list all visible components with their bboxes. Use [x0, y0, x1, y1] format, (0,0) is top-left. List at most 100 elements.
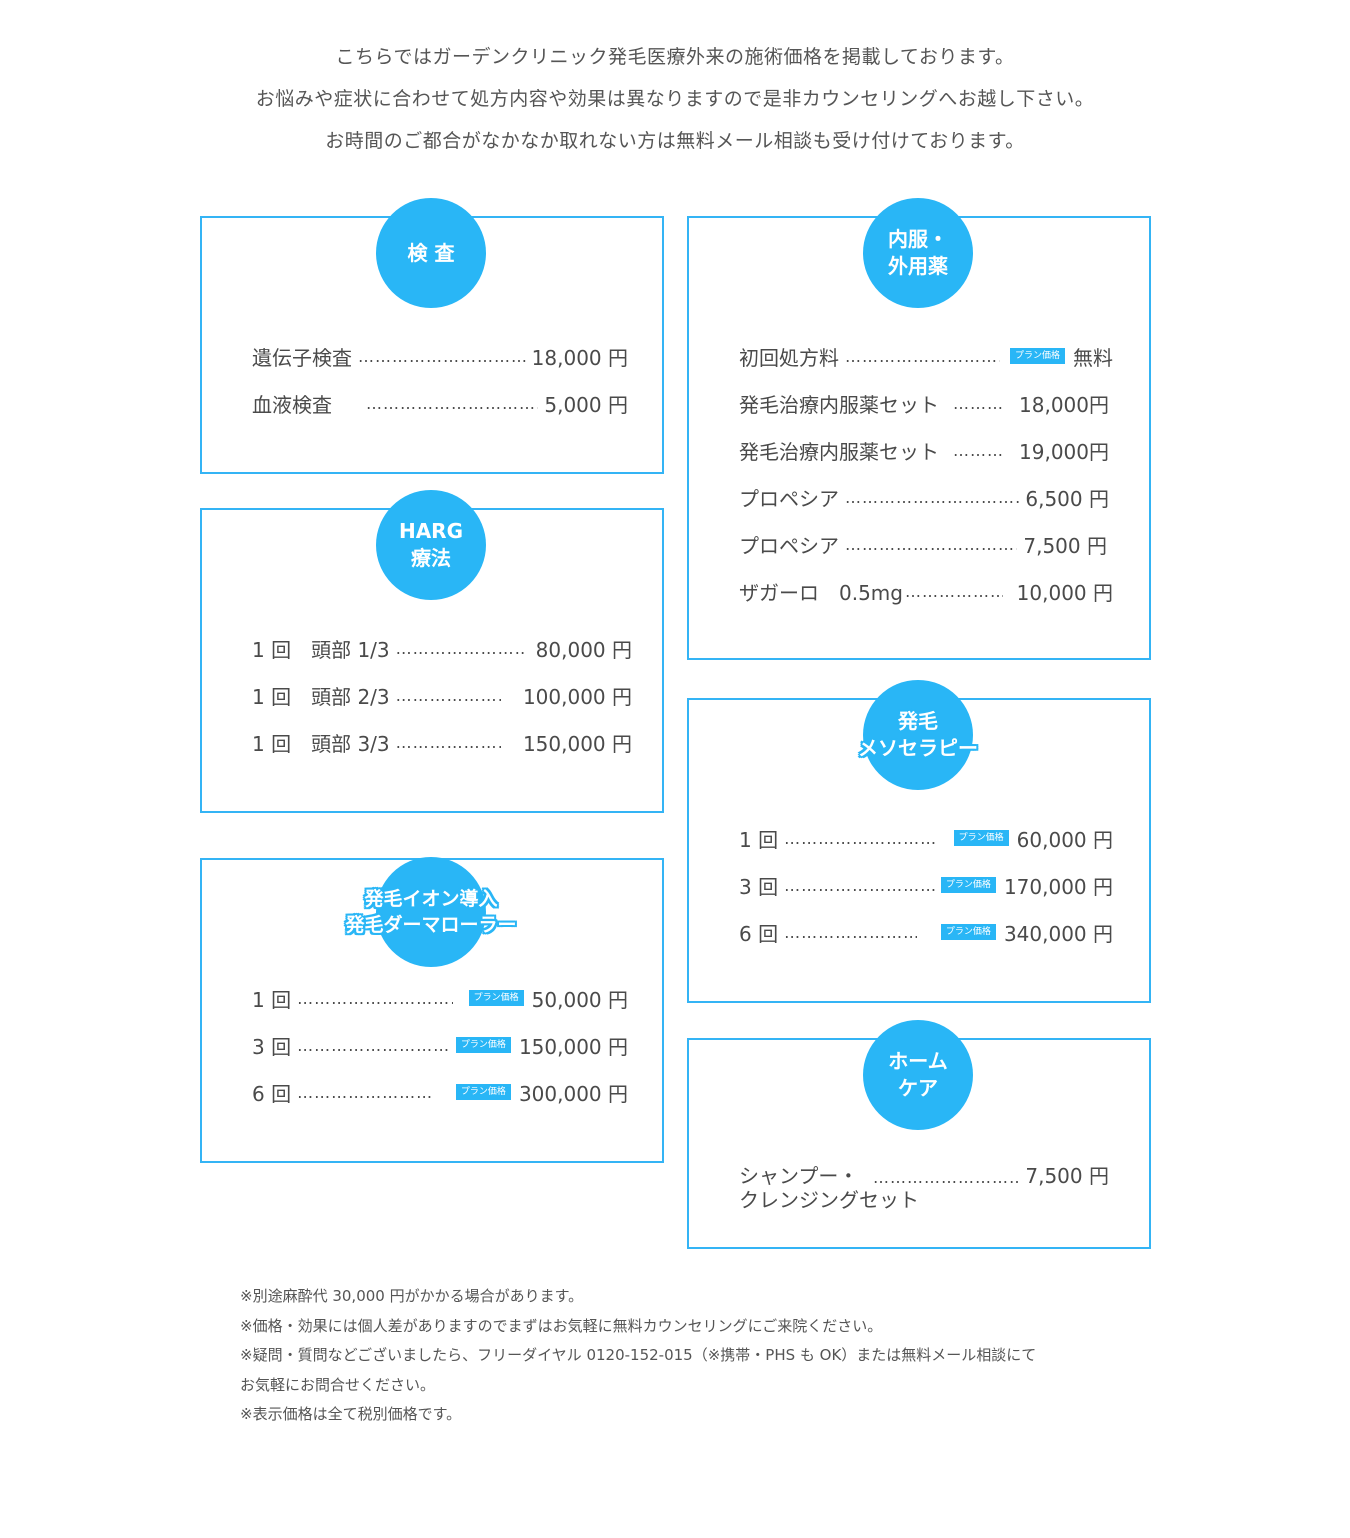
footnote: ※別途麻酔代 30,000 円がかかる場合があります。	[240, 1287, 584, 1305]
price-row: 発毛治療内服薬セット ………………………………………………………… 19,000…	[739, 436, 1109, 464]
badge-title: 療法	[411, 546, 451, 570]
item-label: 発毛治療内服薬セット	[739, 392, 939, 417]
card-harg: HARG 療法 1 回 頭部 1/3 …………………………………………………………	[200, 490, 664, 813]
item-label: 3 回	[739, 874, 779, 899]
footnote: ※疑問・質問などございましたら、フリーダイヤル 0120-152-015（※携帯…	[240, 1346, 1037, 1364]
intro-line: こちらではガーデンクリニック発毛医療外来の施術価格を掲載しております。	[335, 46, 1015, 68]
badge-title: 発毛イオン導入	[364, 888, 498, 910]
footnote: ※価格・効果には個人差がありますのでまずはお気軽に無料カウンセリングにご来院くだ…	[240, 1316, 883, 1335]
leader-dots: …………………………………………………………	[395, 732, 501, 752]
plan-price-tag: プラン価格	[940, 877, 996, 893]
item-label: 6 回	[739, 921, 779, 946]
badge-harg: HARG 療法	[376, 490, 486, 600]
price-row: 1 回 頭部 3/3 ………………………………………………………… 150,00…	[252, 728, 632, 756]
plan-price-tag: プラン価格	[953, 830, 1009, 846]
price-row: シャンプー・ クレンジングセット ………………………………………………………… …	[739, 1164, 1109, 1216]
price-row: 発毛治療内服薬セット ………………………………………………………… 18,000…	[739, 389, 1109, 417]
item-price: 18,000円	[1019, 392, 1109, 417]
item-label-line: シャンプー・	[739, 1164, 859, 1188]
card-ion: 発毛イオン導入 発毛ダーマローラー 1 回 …………………………………………………	[200, 857, 664, 1163]
badge-meso: 発毛 メソセラピー	[858, 680, 978, 790]
item-label: 血液検査	[252, 392, 332, 417]
card-meso: 発毛 メソセラピー 1 回 ………………………………………………………… プラン…	[687, 680, 1151, 1003]
leader-dots: …………………………………………………………	[784, 828, 938, 848]
item-label: 6 回	[252, 1081, 292, 1106]
price-row: プロペシア ………………………………………………………… 7,500 円	[739, 530, 1107, 558]
badge-title: 発毛ダーマローラー	[345, 914, 517, 936]
item-label: ザガーロ 0.5mg	[739, 580, 903, 605]
badge-title: ホーム	[888, 1049, 948, 1073]
leader-dots: …………………………………………………………	[366, 393, 539, 413]
price-row: 1 回 ………………………………………………………… プラン価格 50,000 …	[252, 984, 628, 1012]
badge-title: メソセラピー	[858, 736, 978, 760]
plan-price-tag: プラン価格	[455, 1037, 511, 1053]
item-price: 無料	[1073, 345, 1113, 370]
item-price: 19,000円	[1019, 439, 1109, 464]
badge-title: ケア	[898, 1076, 938, 1100]
price-row: 6 回 ………………………………………………………… プラン価格 340,000…	[739, 918, 1113, 946]
plan-price-tag: プラン価格	[468, 990, 524, 1006]
card-homecare: ホーム ケア シャンプー・ クレンジングセット ……………………………………………	[687, 1020, 1151, 1249]
badge-homecare: ホーム ケア	[863, 1020, 973, 1130]
item-label: プロペシア	[739, 486, 839, 511]
badge-exam: 検 査	[376, 198, 486, 308]
item-price: 300,000 円	[518, 1081, 628, 1106]
badge-title: 発毛	[898, 709, 938, 733]
price-row: プロペシア ………………………………………………………… 6,500 円	[739, 483, 1109, 511]
item-price: 150,000 円	[522, 731, 632, 756]
price-row: 6 回 ………………………………………………………… プラン価格 300,000…	[252, 1078, 628, 1106]
footnote: お気軽にお問合せください。	[240, 1375, 436, 1394]
price-row: 1 回 頭部 1/3 ………………………………………………………… 80,000…	[252, 634, 632, 662]
leader-dots: …………………………………………………………	[904, 581, 1003, 601]
item-price: 60,000 円	[1016, 827, 1113, 852]
badge-title: HARG	[398, 519, 464, 543]
leader-dots: …………………………………………………………	[845, 346, 1000, 366]
item-price: 7,500 円	[1025, 1164, 1109, 1188]
price-row: 1 回 頭部 2/3 ………………………………………………………… 100,00…	[252, 681, 632, 709]
item-label: 1 回 頭部 1/3	[252, 637, 390, 662]
badge-medicine: 内服・ 外用薬	[863, 198, 973, 308]
leader-dots: …………………………………………………………	[297, 1082, 432, 1102]
item-label: 1 回 頭部 2/3	[252, 684, 390, 709]
plan-price-tag: プラン価格	[940, 924, 996, 940]
item-label: 初回処方料	[739, 345, 839, 370]
price-row: ザガーロ 0.5mg ………………………………………………………… 10,000…	[739, 577, 1113, 605]
item-price: 150,000 円	[518, 1034, 628, 1059]
item-price: 10,000 円	[1016, 580, 1113, 605]
price-row: 3 回 ………………………………………………………… プラン価格 170,000…	[739, 871, 1113, 899]
item-price: 18,000 円	[531, 345, 628, 370]
item-label: 3 回	[252, 1034, 292, 1059]
footnote: ※表示価格は全て税別価格です。	[240, 1405, 462, 1423]
leader-dots: …………………………………………………………	[845, 487, 1020, 507]
leader-dots: …………………………………………………………	[784, 875, 935, 895]
intro-text: こちらではガーデンクリニック発毛医療外来の施術価格を掲載しております。 お悩みや…	[0, 36, 1350, 162]
leader-dots: …………………………………………………………	[953, 440, 1005, 460]
item-price: 6,500 円	[1025, 486, 1109, 511]
item-price: 170,000 円	[1003, 874, 1113, 899]
item-price: 100,000 円	[522, 684, 632, 709]
item-price: 50,000 円	[531, 987, 628, 1012]
item-price: 80,000 円	[535, 637, 632, 662]
item-label: 遺伝子検査	[252, 345, 352, 370]
leader-dots: …………………………………………………………	[297, 988, 453, 1008]
leader-dots: …………………………………………………………	[784, 922, 917, 942]
item-label: プロペシア	[739, 533, 839, 558]
leader-dots: …………………………………………………………	[297, 1035, 450, 1055]
item-label: 1 回 頭部 3/3	[252, 731, 390, 756]
price-row: 1 回 ………………………………………………………… プラン価格 60,000 …	[739, 824, 1113, 852]
leader-dots: …………………………………………………………	[395, 685, 501, 705]
badge-title: 内服・	[888, 227, 948, 251]
price-row: 遺伝子検査 ………………………………………………………… 18,000 円	[252, 342, 628, 370]
price-row: 3 回 ………………………………………………………… プラン価格 150,000…	[252, 1031, 628, 1059]
price-row: 血液検査 ………………………………………………………… 5,000 円	[252, 389, 628, 417]
badge-title: 外用薬	[888, 254, 948, 278]
card-medicine: 内服・ 外用薬 初回処方料 ………………………………………………………… プラン…	[687, 198, 1151, 660]
item-price: 5,000 円	[544, 392, 628, 417]
item-label: 1 回	[739, 827, 779, 852]
item-price: 7,500 円	[1023, 533, 1107, 558]
item-label: 発毛治療内服薬セット	[739, 439, 939, 464]
item-label: シャンプー・ クレンジングセット	[739, 1164, 919, 1212]
intro-line: お時間のご都合がなかなか取れない方は無料メール相談も受け付けております。	[325, 130, 1025, 152]
item-price: 340,000 円	[1003, 921, 1113, 946]
leader-dots: …………………………………………………………	[395, 638, 526, 658]
